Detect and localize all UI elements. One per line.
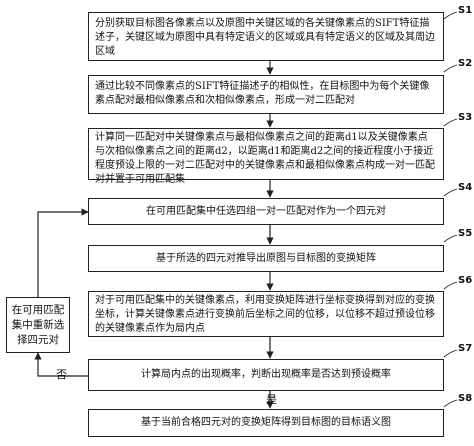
step-s8-box: 基于当前合格四元对的变换矩阵得到目标图的目标语义图 xyxy=(88,409,444,437)
step-s6-text: 对于可用匹配集中的关键像素点，利用变换矩阵进行坐标变换得到对应的变换坐标，计算关… xyxy=(95,295,435,334)
arrow-s7-no-branch xyxy=(34,352,90,377)
step-s6-label: S6 xyxy=(458,275,473,286)
step-s2-text: 通过比较不同像素点的SIFT特征描述子的相似性，在目标图中为每个关键像素点配对最… xyxy=(95,81,430,106)
edge-label-yes: 是 xyxy=(266,393,277,406)
step-s8-label: S8 xyxy=(458,393,473,404)
edge-label-no: 否 xyxy=(56,368,67,381)
step-s2-label: S2 xyxy=(458,58,473,69)
step-s3-label: S3 xyxy=(458,112,473,123)
step-s4-label: S4 xyxy=(458,182,473,193)
step-s4-box: 在可用匹配集中任选四组一对一匹配对作为一个四元对 xyxy=(88,198,444,225)
step-s5-box: 基于所选的四元对推导出原图与目标图的变换矩阵 xyxy=(88,245,444,272)
arrow-sidebox-s4 xyxy=(37,208,89,297)
reselect-quadruple-box: 在可用匹配集中重新选择四元对 xyxy=(6,297,70,353)
step-s8-text: 基于当前合格四元对的变换矩阵得到目标图的目标语义图 xyxy=(141,417,391,428)
step-s1-label: S1 xyxy=(458,5,473,16)
step-s1-box: 分别获取目标图各像素点以及原图中关键区域的各关键像素点的SIFT特征描述子，关键… xyxy=(88,12,444,61)
step-s7-text: 计算局内点的出现概率，判断出现概率是否达到预设概率 xyxy=(141,369,391,380)
step-s3-box: 计算同一匹配对中关键像素点与最相似像素点之间的距离d1以及关键像素点与次相似像素… xyxy=(88,128,444,185)
reselect-quadruple-text: 在可用匹配集中重新选择四元对 xyxy=(11,303,65,346)
step-s4-text: 在可用匹配集中任选四组一对一匹配对作为一个四元对 xyxy=(146,205,386,217)
step-s2-box: 通过比较不同像素点的SIFT特征描述子的相似性，在目标图中为每个关键像素点配对最… xyxy=(88,75,444,114)
step-s5-label: S5 xyxy=(458,228,473,239)
step-s3-text: 计算同一匹配对中关键像素点与最相似像素点之间的距离d1以及关键像素点与次相似像素… xyxy=(95,132,435,185)
step-s5-text: 基于所选的四元对推导出原图与目标图的变换矩阵 xyxy=(156,252,376,264)
step-s7-box: 计算局内点的出现概率，判断出现概率是否达到预设概率 xyxy=(88,359,444,391)
step-s6-box: 对于可用匹配集中的关键像素点，利用变换矩阵进行坐标变换得到对应的变换坐标，计算关… xyxy=(88,291,444,337)
step-s1-text: 分别获取目标图各像素点以及原图中关键区域的各关键像素点的SIFT特征描述子，关键… xyxy=(95,18,435,57)
step-s7-label: S7 xyxy=(458,343,473,354)
